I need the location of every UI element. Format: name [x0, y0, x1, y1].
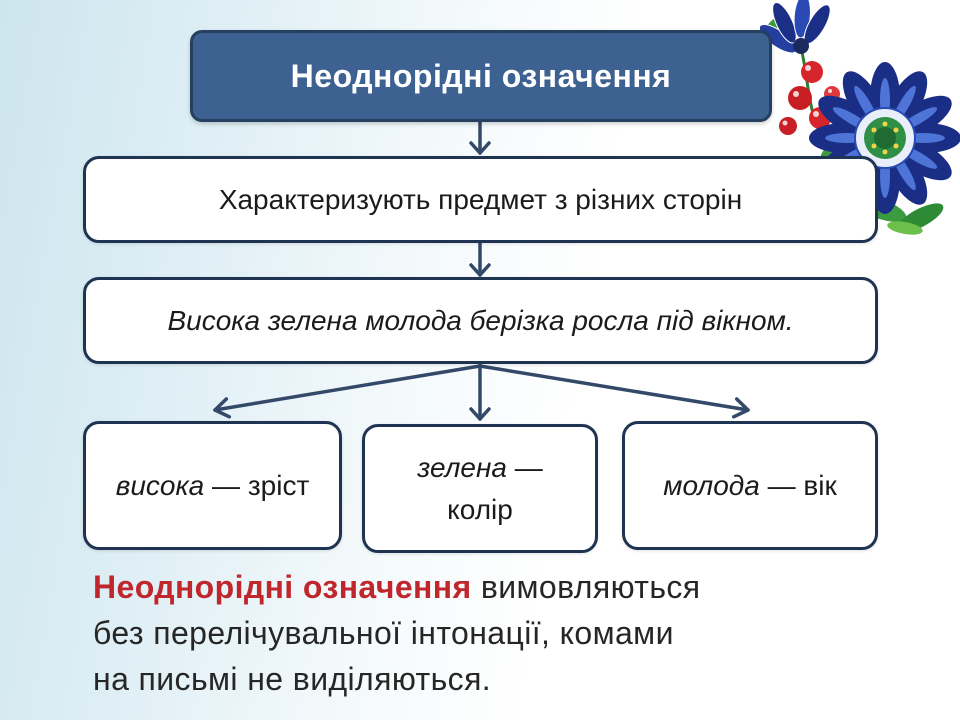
feature-box-color: зелена — колір: [362, 424, 598, 553]
feature-text: зелена — колір: [417, 447, 542, 531]
title-box: Неоднорідні означення: [190, 30, 772, 122]
note-line-1: вимовляються: [480, 569, 701, 605]
note-line-3: на письмі не виділяються.: [93, 661, 492, 697]
feature-line: колір: [417, 489, 542, 531]
feature-meaning: зріст: [247, 469, 310, 501]
feature-box-height: висока — зріст: [83, 421, 342, 550]
arrow-example-to-left-feature: [213, 364, 482, 419]
rule-note: Неоднорідні означення вимовляються без пе…: [93, 564, 701, 702]
example-sentence: Висока зелена молода берізка росла під в…: [167, 304, 794, 336]
definition-text: Характеризують предмет з різних сторін: [218, 183, 743, 215]
feature-dash: —: [767, 469, 796, 501]
feature-dash: —: [212, 469, 241, 501]
feature-word: зелена: [417, 451, 507, 483]
feature-line: зелена —: [417, 447, 542, 489]
example-box: Висока зелена молода берізка росла під в…: [83, 277, 878, 364]
feature-word: молода: [663, 469, 760, 501]
arrow-title-to-definition: [469, 120, 491, 155]
arrow-example-to-middle-feature: [469, 363, 491, 421]
feature-word: висока: [115, 469, 205, 501]
note-highlight: Неоднорідні означення: [93, 569, 472, 605]
flower-bud: [760, 0, 831, 54]
feature-meaning: колір: [447, 493, 513, 525]
definition-box: Характеризують предмет з різних сторін: [83, 156, 878, 243]
feature-box-age: молода — вік: [622, 421, 878, 550]
feature-meaning: вік: [803, 469, 837, 501]
note-line-2: без перелічувальної інтонації, комами: [93, 615, 674, 651]
feature-dash: —: [514, 451, 543, 483]
arrow-definition-to-example: [469, 241, 491, 277]
feature-line: молода — вік: [663, 465, 837, 507]
feature-line: висока — зріст: [116, 465, 310, 507]
page-title: Неоднорідні означення: [290, 57, 672, 94]
arrow-example-to-right-feature: [478, 364, 750, 419]
